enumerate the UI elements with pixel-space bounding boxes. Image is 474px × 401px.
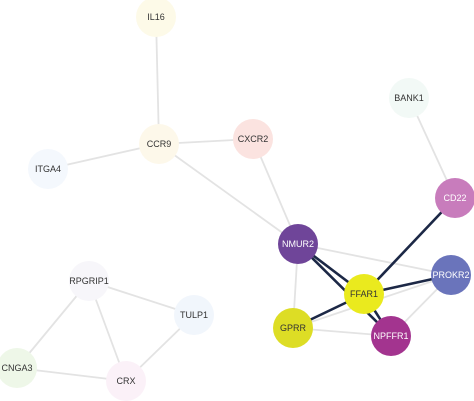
node-circle[interactable]	[233, 119, 273, 159]
node-cd22[interactable]: CD22	[435, 178, 474, 218]
node-npffr1[interactable]: NPFFR1	[371, 316, 411, 356]
node-label: NMUR2	[282, 239, 314, 249]
node-circle[interactable]	[174, 295, 214, 335]
node-circle[interactable]	[273, 308, 313, 348]
edge-nmur2-prokr2	[297, 243, 452, 276]
node-label: PROKR2	[432, 270, 469, 280]
node-cxcr2[interactable]: CXCR2	[233, 119, 273, 159]
node-rpgrip1[interactable]: RPGRIP1	[69, 261, 109, 301]
node-label: IL16	[147, 12, 165, 22]
node-gprr[interactable]: GPRR	[273, 308, 313, 348]
node-crx[interactable]: CRX	[106, 361, 146, 401]
node-label: CRX	[116, 376, 135, 386]
node-tulp1[interactable]: TULP1	[174, 295, 214, 335]
node-ffar1[interactable]: FFAR1	[344, 274, 384, 314]
node-itga4[interactable]: ITGA4	[28, 149, 68, 189]
node-ccr9[interactable]: CCR9	[139, 124, 179, 164]
node-nmur2[interactable]: NMUR2	[278, 224, 318, 264]
node-circle[interactable]	[278, 224, 318, 264]
edge-ccr9-nmur2	[158, 143, 299, 245]
node-label: ITGA4	[35, 164, 61, 174]
node-cnga3[interactable]: CNGA3	[0, 348, 37, 388]
node-label: TULP1	[180, 310, 208, 320]
node-circle[interactable]	[389, 78, 429, 118]
node-label: CNGA3	[1, 363, 32, 373]
node-label: FFAR1	[350, 289, 378, 299]
node-label: RPGRIP1	[69, 276, 109, 286]
node-label: CCR9	[147, 139, 172, 149]
node-il16[interactable]: IL16	[136, 0, 176, 37]
node-label: CXCR2	[238, 134, 269, 144]
node-circle[interactable]	[0, 348, 37, 388]
node-circle[interactable]	[435, 178, 474, 218]
node-circle[interactable]	[344, 274, 384, 314]
node-circle[interactable]	[431, 255, 471, 295]
node-circle[interactable]	[28, 149, 68, 189]
edge-cd22-ffar1	[362, 196, 457, 296]
node-label: NPFFR1	[373, 331, 408, 341]
node-circle[interactable]	[139, 124, 179, 164]
node-label: BANK1	[394, 93, 424, 103]
node-circle[interactable]	[136, 0, 176, 37]
node-label: CD22	[443, 193, 466, 203]
node-label: GPRR	[280, 323, 307, 333]
node-circle[interactable]	[69, 261, 109, 301]
node-bank1[interactable]: BANK1	[389, 78, 429, 118]
node-circle[interactable]	[106, 361, 146, 401]
node-circle[interactable]	[371, 316, 411, 356]
node-prokr2[interactable]: PROKR2	[431, 255, 471, 295]
edge-il16-ccr9	[155, 16, 160, 145]
